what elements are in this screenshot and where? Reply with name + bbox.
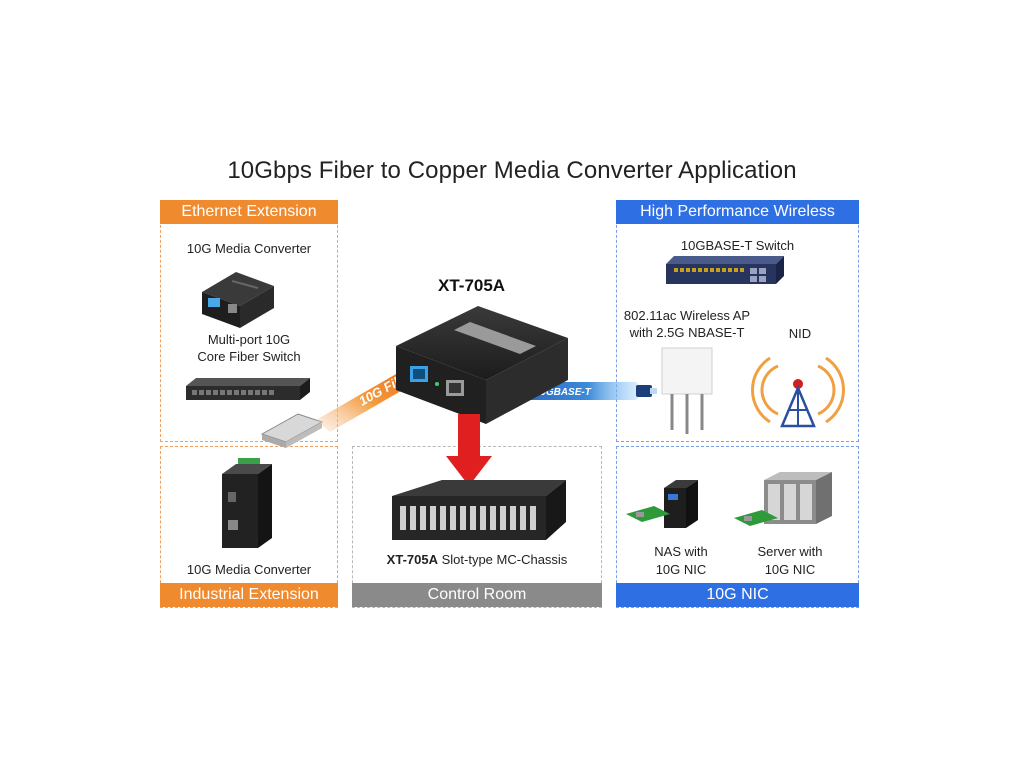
wireless-ap-icon xyxy=(661,347,713,434)
industrial-converter-icon xyxy=(222,458,272,548)
media-converter-icon xyxy=(202,272,274,328)
band-industrial-extension: Industrial Extension xyxy=(160,583,338,607)
nid-label: NID xyxy=(788,326,812,341)
server-nic-card-icon xyxy=(734,510,778,526)
10gbase-t-switch-icon xyxy=(666,256,784,284)
panel-10g-nic xyxy=(616,446,859,608)
chassis-model: XT-705A xyxy=(386,552,438,567)
red-down-arrow xyxy=(446,414,492,486)
server-label-line1: Server with xyxy=(757,544,823,559)
ethernet-converter-label: 10G Media Converter xyxy=(186,241,312,256)
sfp-module-icon xyxy=(260,413,324,448)
panel-industrial-extension xyxy=(160,446,338,608)
band-control-room: Control Room xyxy=(352,583,602,607)
nas-label-line1: NAS with xyxy=(654,544,708,559)
core-switch-label-line2: Core Fiber Switch xyxy=(197,349,301,364)
nas-icon xyxy=(664,480,698,528)
band-10g-nic: 10G NIC xyxy=(616,583,859,607)
nas-label-line2: 10G NIC xyxy=(655,562,707,577)
slot-chassis-icon xyxy=(392,480,566,540)
nas-nic-card-icon xyxy=(626,506,670,522)
ap-label-line1: 802.11ac Wireless AP xyxy=(623,308,751,323)
band-ethernet-extension: Ethernet Extension xyxy=(160,200,338,224)
core-fiber-switch-icon xyxy=(186,378,310,400)
xt-705a-device-icon xyxy=(396,306,568,424)
center-device-label: XT-705A xyxy=(438,276,506,295)
core-switch-label-line1: Multi-port 10G xyxy=(207,332,291,347)
chassis-label: XT-705A Slot-type MC-Chassis xyxy=(352,551,602,568)
diagram-title: 10Gbps Fiber to Copper Media Converter A… xyxy=(227,157,797,184)
ap-label-line2: with 2.5G NBASE-T xyxy=(629,325,745,340)
band-high-performance-wireless: High Performance Wireless xyxy=(616,200,859,224)
chassis-description: Slot-type MC-Chassis xyxy=(441,552,568,567)
10gbase-t-switch-label: 10GBASE-T Switch xyxy=(680,238,795,253)
nid-tower-icon xyxy=(751,356,845,428)
server-label-line2: 10G NIC xyxy=(764,562,816,577)
industrial-converter-label: 10G Media Converter xyxy=(186,562,312,577)
